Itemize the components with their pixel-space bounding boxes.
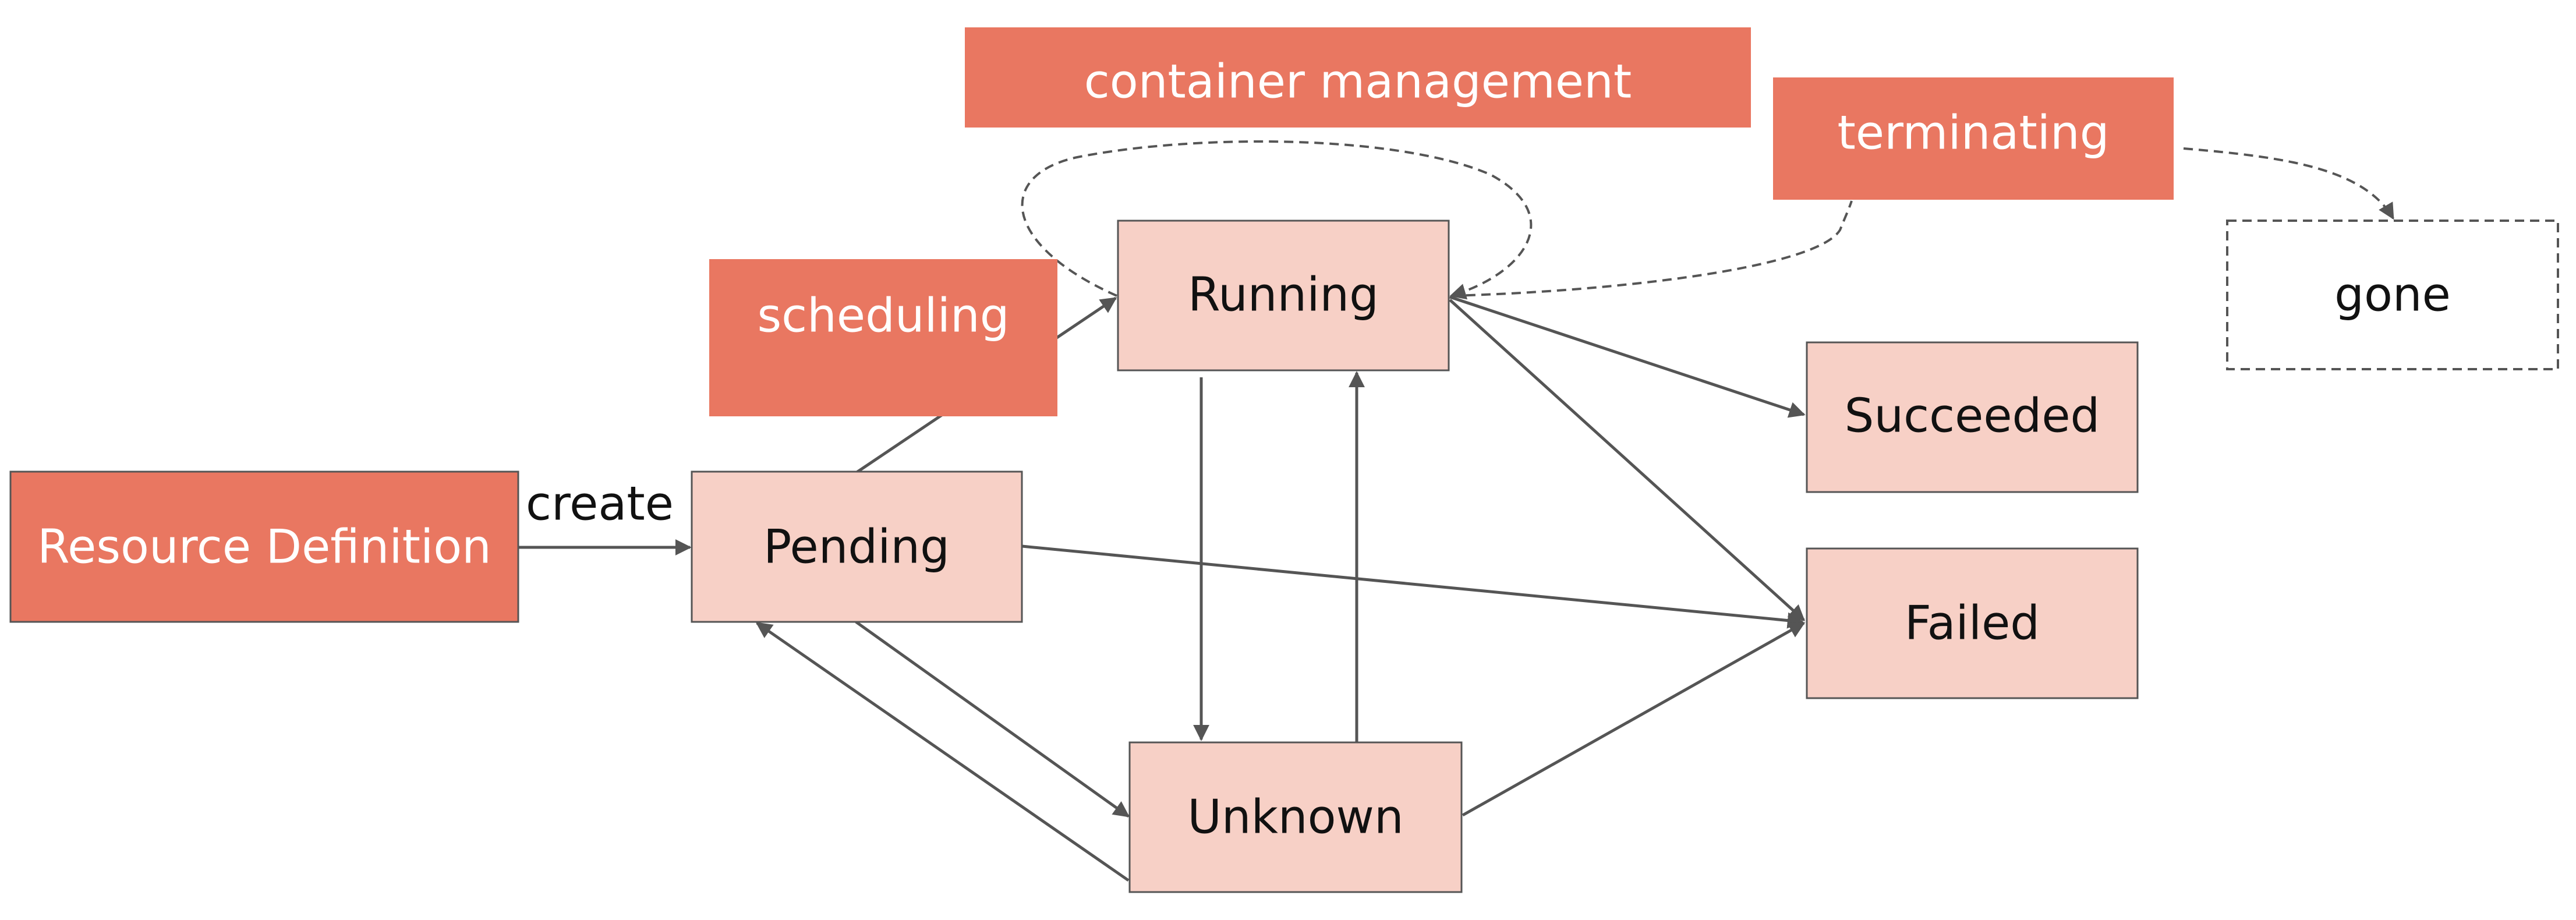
- edge-unknown-to-failed: [1462, 621, 1806, 817]
- phase-container-management-label: container management: [1084, 55, 1632, 109]
- edges: [518, 295, 1806, 882]
- dashed-edges: [1021, 140, 2394, 300]
- edge-running-to-failed: [1449, 299, 1806, 621]
- state-succeeded: Succeeded: [1806, 341, 2139, 493]
- state-succeeded-label: Succeeded: [1845, 389, 2100, 443]
- edge-label-create: create: [526, 477, 674, 531]
- state-running-label: Running: [1188, 268, 1379, 322]
- state-gone-label: gone: [2334, 268, 2451, 322]
- phase-terminating: terminating: [1773, 77, 2174, 200]
- phase-resource-definition-label: Resource Definition: [37, 520, 491, 574]
- edge-unknown-to-pending: [755, 621, 1130, 882]
- phase-container-management: container management: [965, 27, 1751, 128]
- state-failed: Failed: [1806, 547, 2139, 699]
- phase-scheduling: scheduling: [709, 259, 1057, 416]
- phase-resource-definition: Resource Definition: [9, 470, 519, 623]
- state-gone: gone: [2226, 220, 2559, 370]
- edge-running-to-terminating: [1450, 200, 1853, 297]
- state-unknown-label: Unknown: [1187, 790, 1403, 844]
- phase-scheduling-label: scheduling: [757, 289, 1009, 343]
- edge-pending-to-failed: [1021, 544, 1804, 629]
- edge-terminating-to-gone: [2183, 147, 2394, 220]
- edge-pending-to-unknown: [855, 620, 1130, 818]
- state-running: Running: [1117, 220, 1450, 371]
- state-failed-label: Failed: [1905, 596, 2040, 650]
- edge-running-self-loop: [1021, 140, 1533, 300]
- state-pending-label: Pending: [763, 520, 950, 574]
- phase-terminating-label: terminating: [1837, 106, 2109, 160]
- edge-running-to-succeeded: [1449, 295, 1806, 418]
- state-unknown: Unknown: [1128, 741, 1463, 893]
- state-pending: Pending: [691, 470, 1023, 623]
